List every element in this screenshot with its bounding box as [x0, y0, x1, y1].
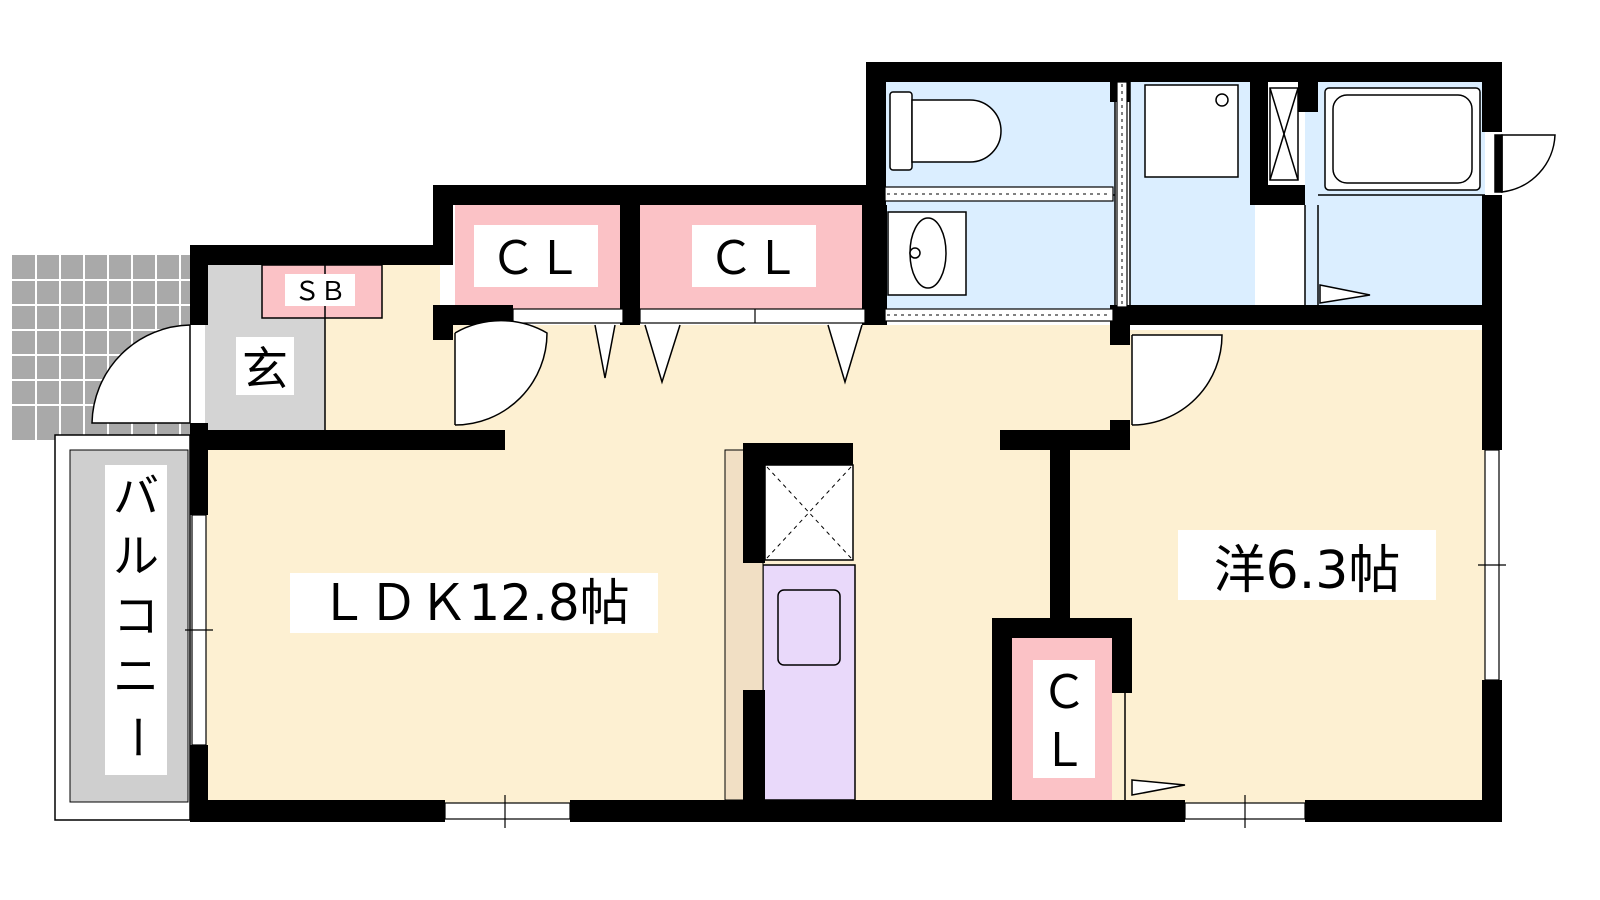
rail-dashes: [887, 84, 1123, 316]
washbasin-icon: [887, 211, 967, 296]
closet-1-label: ＣＬ: [490, 231, 582, 285]
closet-door-small: [1131, 779, 1186, 796]
balcony-label-1: バ: [113, 469, 159, 523]
balcony-label-3: コ: [113, 589, 159, 643]
closet-folding-doors: [594, 324, 863, 385]
shoe-box-label: ＳＢ: [294, 277, 346, 307]
entrance-hall-door: [454, 319, 548, 426]
doors: [454, 134, 1556, 796]
closet-3-label-bottom: Ｌ: [1041, 723, 1087, 777]
exterior-door-bath: [1501, 134, 1556, 193]
balcony-label-2: ル: [113, 529, 159, 583]
front-door-swing: [91, 324, 191, 424]
balcony-label-5: ー: [110, 714, 164, 760]
kitchen-sink: [777, 589, 841, 666]
pipe-space: [1269, 87, 1299, 181]
kitchen-counter: [762, 564, 856, 801]
sliding-rails: [512, 81, 1128, 324]
bath-door-panel: [1494, 134, 1503, 193]
bathtub-icon: [1324, 87, 1481, 191]
windows: [185, 449, 1506, 828]
bath-door: [1319, 284, 1371, 304]
western-room-door: [1131, 334, 1223, 426]
ldk-label: ＬＤＫ12.8帖: [318, 574, 629, 632]
toilet-icon: [889, 91, 1002, 171]
washing-machine-icon: [1144, 84, 1239, 178]
closet-2-label: ＣＬ: [708, 231, 800, 285]
closet-3-label-top: Ｃ: [1041, 665, 1087, 719]
balcony-label-4: ニ: [113, 649, 159, 703]
entrance-label: 玄: [242, 342, 288, 396]
western-room-label: 洋6.3帖: [1214, 541, 1401, 601]
